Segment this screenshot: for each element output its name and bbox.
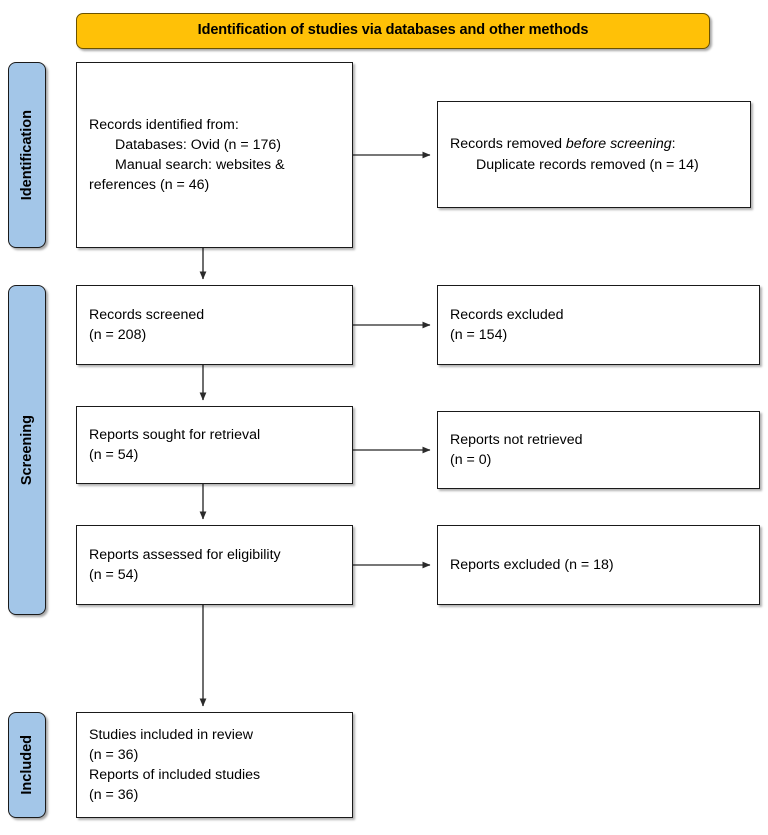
box-studies-included: Studies included in review (n = 36) Repo… [76, 712, 353, 818]
records-removed-line-1: Records removed before screening: [450, 134, 738, 154]
reports-sought-label: Reports sought for retrieval [89, 426, 261, 443]
reports-not-retrieved-count: (n = 0) [450, 452, 492, 468]
stage-label-identification: Identification [8, 62, 46, 248]
box-reports-excluded: Reports excluded (n = 18) [437, 525, 760, 605]
reports-sought-count: (n = 54) [89, 447, 139, 463]
stage-label-included-text: Included [19, 735, 35, 795]
box-records-excluded: Records excluded (n = 154) [437, 285, 760, 365]
reports-not-retrieved-label: Reports not retrieved [450, 431, 583, 448]
records-identified-line-2: Databases: Ovid (n = 176) [115, 136, 282, 153]
stage-label-screening: Screening [8, 285, 46, 615]
records-removed-line-2: Duplicate records removed (n = 14) [476, 156, 699, 173]
box-reports-sought: Reports sought for retrieval (n = 54) [76, 406, 353, 484]
records-removed-colon: : [671, 136, 676, 153]
box-records-screened: Records screened (n = 208) [76, 285, 353, 365]
records-identified-line-3: Manual search: websites & [115, 157, 285, 173]
records-identified-line-4: references (n = 46) [89, 177, 210, 194]
reports-included-label: Reports of included studies [89, 767, 261, 783]
records-removed-emphasis: before screening [565, 136, 672, 153]
box-records-removed: Records removed before screening: Duplic… [437, 101, 751, 208]
box-reports-not-retrieved: Reports not retrieved (n = 0) [437, 411, 760, 489]
box-reports-assessed: Reports assessed for eligibility (n = 54… [76, 525, 353, 605]
reports-excluded-label: Reports excluded (n = 18) [450, 556, 614, 573]
stage-label-included: Included [8, 712, 46, 818]
banner-title: Identification of studies via databases … [197, 22, 589, 39]
reports-assessed-count: (n = 54) [89, 567, 139, 583]
reports-included-count: (n = 36) [89, 787, 139, 804]
records-excluded-label: Records excluded [450, 306, 564, 323]
stage-label-screening-text: Screening [19, 414, 35, 486]
reports-assessed-label: Reports assessed for eligibility [89, 546, 281, 563]
studies-included-count: (n = 36) [89, 746, 139, 763]
records-excluded-count: (n = 154) [450, 327, 508, 343]
diagram-title-banner: Identification of studies via databases … [76, 13, 710, 49]
studies-included-label: Studies included in review [89, 726, 254, 743]
records-screened-label: Records screened [89, 306, 205, 323]
stage-label-identification-text: Identification [19, 109, 35, 201]
records-identified-line-1: Records identified from: [89, 116, 239, 133]
records-removed-prefix: Records removed [450, 136, 566, 153]
records-screened-count: (n = 208) [89, 327, 147, 343]
box-records-identified: Records identified from: Databases: Ovid… [76, 62, 353, 248]
